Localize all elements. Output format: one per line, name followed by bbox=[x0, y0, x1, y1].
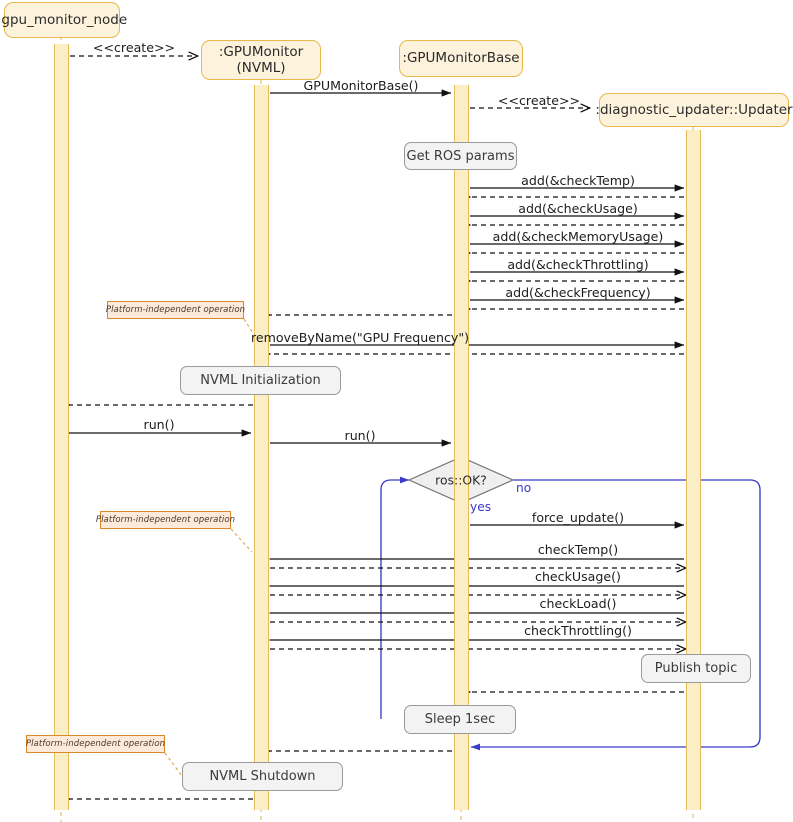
participant-label: :gpu_monitor_node bbox=[0, 11, 128, 28]
message-text: run() bbox=[143, 417, 175, 432]
message-label-gpumonitorbase: GPUMonitorBase() bbox=[304, 78, 419, 93]
message-text: <<create>> bbox=[92, 40, 176, 55]
loop-flow-blue bbox=[380, 476, 761, 751]
participant-diagnostic-updater[interactable]: :diagnostic_updater::Updater bbox=[595, 93, 793, 127]
note-platform-independent-1: Platform-independent operation bbox=[105, 301, 246, 319]
message-label-add-checkmemoryusage: add(&checkMemoryUsage) bbox=[493, 229, 664, 244]
note-label: Platform-independent operation bbox=[25, 739, 166, 749]
note-label: Platform-independent operation bbox=[95, 515, 236, 525]
message-label-force-update: force_update() bbox=[532, 510, 624, 525]
message-label-checkthrottling: checkThrottling() bbox=[524, 623, 632, 638]
message-label-removebyname: removeByName("GPU Frequency") bbox=[251, 330, 469, 345]
message-text: GPUMonitorBase() bbox=[303, 78, 419, 93]
note-platform-independent-3: Platform-independent operation bbox=[26, 735, 165, 753]
message-text: checkLoad() bbox=[539, 596, 617, 611]
message-label-checktemp: checkTemp() bbox=[538, 542, 618, 557]
message-text: removeByName("GPU Frequency") bbox=[250, 330, 470, 345]
operation-label: Publish topic bbox=[654, 661, 738, 676]
message-text: add(&checkThrottling) bbox=[507, 257, 649, 272]
message-text: checkUsage() bbox=[535, 569, 621, 584]
message-label-add-checkusage: add(&checkUsage) bbox=[518, 201, 637, 216]
decision-label: ros::OK? bbox=[435, 473, 487, 488]
branch-no-text: no bbox=[516, 481, 532, 495]
message-text: add(&checkTemp) bbox=[521, 173, 635, 188]
message-label-add-checktemp: add(&checkTemp) bbox=[521, 173, 635, 188]
participant-label: :GPUMonitorBase bbox=[402, 50, 520, 67]
participant-label: :diagnostic_updater::Updater bbox=[595, 101, 793, 118]
participant-gpu-monitor-node[interactable]: :gpu_monitor_node bbox=[0, 2, 127, 38]
message-label-create-updater: <<create>> bbox=[498, 93, 580, 108]
message-text: add(&checkMemoryUsage) bbox=[492, 229, 664, 244]
participant-gpu-monitor-base[interactable]: :GPUMonitorBase bbox=[399, 40, 523, 77]
message-text: add(&checkUsage) bbox=[518, 201, 638, 216]
participant-label-sub: (NVML) bbox=[236, 60, 286, 76]
message-label-add-checkfrequency: add(&checkFrequency) bbox=[505, 285, 650, 300]
message-label-create-monitor: <<create>> bbox=[93, 40, 175, 55]
message-label-add-checkthrottling: add(&checkThrottling) bbox=[507, 257, 648, 272]
message-label-run-node: run() bbox=[144, 417, 175, 432]
operation-box-sleep-1sec[interactable]: Sleep 1sec bbox=[404, 705, 516, 734]
branch-label-yes: yes bbox=[470, 500, 491, 514]
decision-text: ros::OK? bbox=[435, 472, 487, 488]
operation-label: NVML Initialization bbox=[200, 373, 321, 388]
operation-label: Get ROS params bbox=[406, 148, 515, 164]
message-label-checkusage: checkUsage() bbox=[535, 569, 621, 584]
message-text: force_update() bbox=[531, 510, 625, 525]
operation-box-publish-topic[interactable]: Publish topic bbox=[641, 654, 751, 683]
participant-label: :GPUMonitor bbox=[218, 43, 304, 60]
participant-gpu-monitor-nvml[interactable]: :GPUMonitor (NVML) bbox=[201, 40, 321, 80]
note-connectors bbox=[164, 318, 259, 777]
activation-bar-base bbox=[454, 85, 469, 810]
operation-box-nvml-shutdown[interactable]: NVML Shutdown bbox=[182, 762, 343, 791]
message-arrows bbox=[68, 56, 686, 799]
message-text: <<create>> bbox=[497, 93, 581, 108]
message-text: checkThrottling() bbox=[524, 623, 632, 638]
activation-bar-node bbox=[54, 44, 69, 810]
note-label: Platform-independent operation bbox=[105, 305, 246, 315]
branch-yes-text: yes bbox=[470, 500, 492, 514]
branch-label-no: no bbox=[516, 481, 531, 495]
note-platform-independent-2: Platform-independent operation bbox=[96, 511, 235, 529]
operation-label: Sleep 1sec bbox=[424, 712, 496, 727]
operation-box-get-ros-params[interactable]: Get ROS params bbox=[404, 142, 517, 170]
activation-bar-monitor bbox=[254, 85, 269, 810]
message-label-run-base: run() bbox=[345, 428, 376, 443]
operation-box-nvml-initialization[interactable]: NVML Initialization bbox=[180, 366, 341, 395]
message-text: run() bbox=[344, 428, 376, 443]
message-label-checkload: checkLoad() bbox=[540, 596, 617, 611]
operation-label: NVML Shutdown bbox=[209, 769, 316, 784]
message-text: add(&checkFrequency) bbox=[505, 285, 651, 300]
message-text: checkTemp() bbox=[537, 542, 619, 557]
activation-bar-updater bbox=[686, 130, 701, 810]
